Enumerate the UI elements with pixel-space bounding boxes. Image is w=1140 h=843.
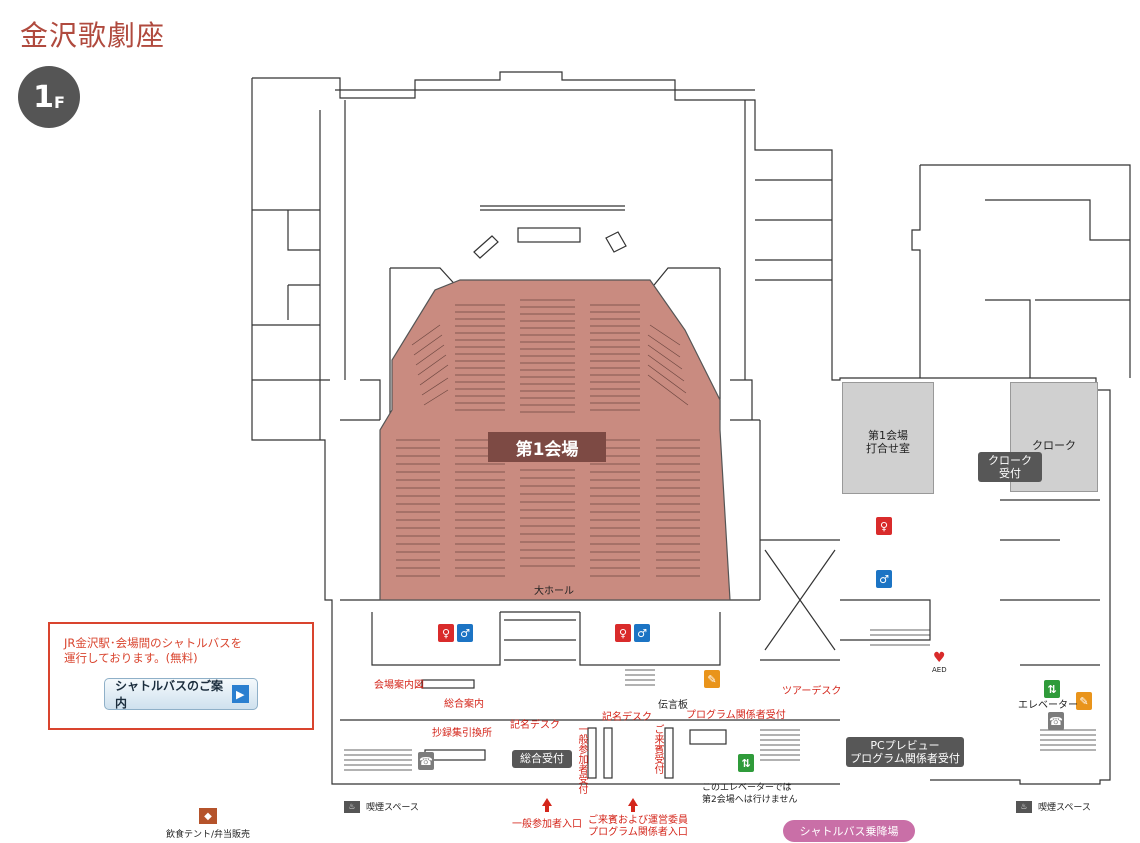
elevator-note: このエレベーターでは 第2会場へは行けません bbox=[702, 783, 798, 805]
registration-desk-2-label: 記名デスク bbox=[602, 712, 652, 723]
tour-desk-label: ツアーデスク bbox=[782, 686, 842, 697]
general-entrance-label: 一般参加者入口 bbox=[512, 819, 582, 830]
cloak-room: クローク bbox=[1010, 382, 1098, 492]
female-restroom-icon: ♀ bbox=[615, 624, 631, 642]
food-tent-label: 飲食テント/弁当販売 bbox=[166, 830, 251, 840]
aed-icon: ♥ AED bbox=[932, 650, 947, 674]
venue-title: 金沢歌劇座 bbox=[20, 19, 166, 52]
shuttle-guide-button[interactable]: シャトルバスのご案内 ▶ bbox=[104, 678, 258, 710]
general-reception-tag: 総合受付 bbox=[512, 750, 572, 768]
cloak-room-label: クローク bbox=[1032, 439, 1076, 452]
message-board-icon: ✎ bbox=[704, 670, 720, 688]
food-tent: ◆ 飲食テント/弁当販売 bbox=[166, 808, 250, 840]
female-restroom-icon: ♀ bbox=[438, 624, 454, 642]
male-restroom-icon: ♂ bbox=[876, 570, 892, 588]
main-hall-label: 第1会場 bbox=[488, 432, 606, 462]
cloak-reception-tag: クローク 受付 bbox=[978, 452, 1042, 482]
shuttle-stop-badge: シャトルバス乗降場 bbox=[783, 820, 915, 842]
pc-preview-tag: PCプレビュー プログラム関係者受付 bbox=[846, 737, 964, 767]
guest-reception-label: ご来賓受付 bbox=[652, 724, 663, 774]
reprint-label: 抄録集引換所 bbox=[432, 728, 492, 739]
registration-desk-1-label: 記名デスク bbox=[510, 720, 560, 731]
smoking-space-left: ♨ 喫煙スペース bbox=[344, 800, 419, 813]
aed-label: AED bbox=[932, 666, 947, 674]
message-board-label: 伝言板 bbox=[658, 700, 688, 711]
meeting-room-label: 第1会場 打合せ室 bbox=[866, 429, 910, 455]
female-restroom-icon: ♀ bbox=[876, 517, 892, 535]
phone-icon: ☎ bbox=[418, 752, 434, 770]
large-hall-label: 大ホール bbox=[534, 586, 574, 597]
venue-map-label: 会場案内図 bbox=[374, 680, 424, 691]
smoking-space-left-label: 喫煙スペース bbox=[366, 803, 419, 813]
smoking-icon: ♨ bbox=[344, 800, 360, 813]
elevator-icon: ⇅ bbox=[1044, 680, 1060, 698]
floor-number: 1 bbox=[33, 79, 54, 115]
male-restroom-icon: ♂ bbox=[457, 624, 473, 642]
play-arrow-icon: ▶ bbox=[231, 685, 249, 703]
main-hall-label-text: 第1会場 bbox=[515, 439, 579, 460]
phone-icon: ☎ bbox=[1048, 712, 1064, 730]
floor-suffix: F bbox=[53, 92, 65, 112]
general-info-label: 総合案内 bbox=[444, 699, 484, 710]
general-participant-reception-label: 一般参加者受付 bbox=[576, 724, 587, 794]
elevator-icon: ⇅ bbox=[738, 754, 754, 772]
smoking-icon: ♨ bbox=[1016, 800, 1032, 813]
program-staff-reception-label: プログラム関係者受付 bbox=[686, 710, 786, 721]
shuttle-info-box: JR金沢駅･会場間のシャトルバスを 運行しております。(無料) シャトルバスのご… bbox=[48, 622, 314, 730]
message-board-icon: ✎ bbox=[1076, 692, 1092, 710]
smoking-space-right: ♨ 喫煙スペース bbox=[1016, 800, 1091, 813]
smoking-space-right-label: 喫煙スペース bbox=[1038, 803, 1091, 813]
meeting-room: 第1会場 打合せ室 bbox=[842, 382, 934, 494]
food-icon: ◆ bbox=[199, 808, 218, 824]
shuttle-guide-button-label: シャトルバスのご案内 bbox=[115, 679, 224, 710]
male-restroom-icon: ♂ bbox=[634, 624, 650, 642]
elevator-label: エレベーター bbox=[1018, 700, 1078, 711]
shuttle-info-text: JR金沢駅･会場間のシャトルバスを 運行しております。(無料) bbox=[64, 636, 243, 665]
vip-entrance-label: ご来賓および運営委員 プログラム関係者入口 bbox=[588, 815, 688, 838]
